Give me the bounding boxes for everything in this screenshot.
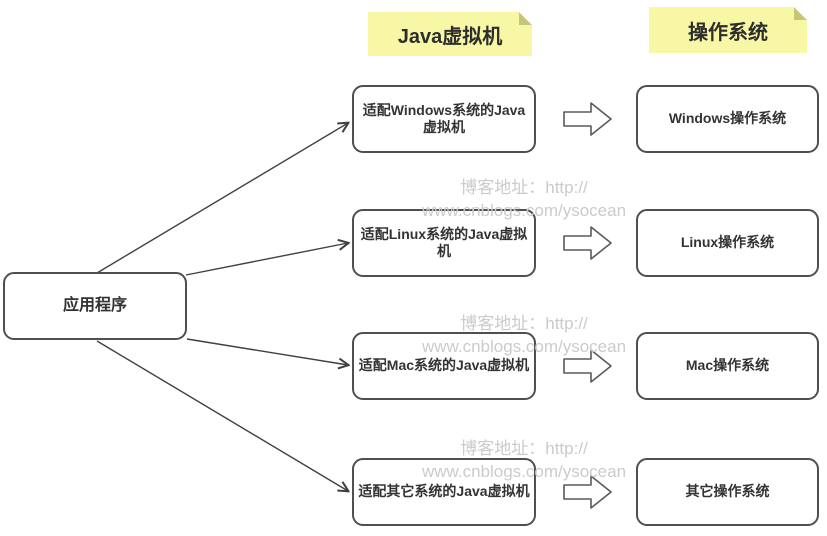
os-box-windows: Windows操作系统: [636, 85, 819, 153]
os-box-mac: Mac操作系统: [636, 332, 819, 400]
app-to-jvm-linux-arrow: [185, 243, 348, 276]
app-to-jvm-mac-arrow: [186, 338, 348, 365]
header-note-jvm: Java虚拟机: [368, 12, 532, 56]
jvm-to-os-arrow-linux: [563, 226, 612, 260]
jvm-to-os-arrow-mac: [563, 349, 612, 383]
os-box-linux: Linux操作系统: [636, 209, 819, 277]
jvm-box-linux: 适配Linux系统的Java虚拟 机: [352, 209, 536, 277]
header-note-os: 操作系统: [649, 7, 807, 53]
jvm-to-os-arrow-other: [563, 475, 612, 509]
jvm-box-other: 适配其它系统的Java虚拟机: [352, 458, 536, 526]
jvm-to-os-arrow-windows: [563, 102, 612, 136]
jvm-box-mac: 适配Mac系统的Java虚拟机: [352, 332, 536, 400]
app-box: 应用程序: [3, 272, 187, 340]
app-to-jvm-other-arrow: [96, 340, 348, 491]
jvm-box-windows: 适配Windows系统的Java 虚拟机: [352, 85, 536, 153]
header-note-jvm-label: Java虚拟机: [397, 25, 503, 48]
header-note-os-label: 操作系统: [688, 21, 768, 44]
os-box-other: 其它操作系统: [636, 458, 819, 526]
app-to-jvm-windows-arrow: [96, 123, 348, 274]
